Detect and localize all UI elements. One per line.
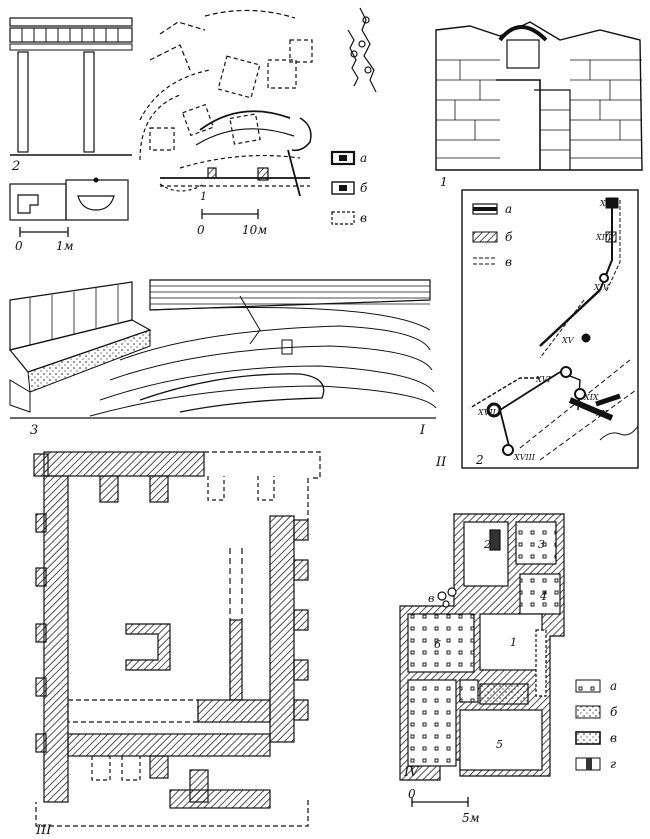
legend-top-v: в — [360, 211, 367, 225]
tower-xx: XX — [595, 409, 608, 418]
fortification-number: 2 — [475, 453, 484, 467]
legend-ii-v: в — [505, 255, 512, 269]
perspective-number: 3 — [30, 423, 38, 438]
scale-bar-10m: 0 10м — [197, 209, 267, 237]
legend-iv: а б в г — [575, 679, 618, 771]
tower-xvi: XVI — [535, 375, 551, 384]
room-1: 1 — [510, 636, 517, 649]
scale-zero: 0 — [15, 239, 23, 253]
plate-roman-iv: IV — [403, 765, 420, 780]
theatre-plan-number: 1 — [200, 190, 207, 203]
legend-iv-v: в — [610, 731, 617, 745]
capital-sections — [9, 177, 129, 221]
plate-roman-i: I — [419, 423, 426, 438]
tower-xv: XV — [561, 336, 575, 345]
building-plan-iii — [33, 451, 321, 827]
tower-xiii: XIII — [595, 233, 612, 242]
tower-xviii: XVIII — [513, 453, 536, 462]
legend-iv-b: б — [610, 705, 618, 719]
scale-zero: 0 — [197, 223, 205, 237]
legend-iv-g: г — [610, 757, 616, 771]
scale-bar-5m: 0 5м — [408, 787, 480, 825]
legend-top-a: а — [360, 151, 367, 165]
scale-zero: 0 — [408, 787, 416, 801]
legend-top: а б в — [330, 150, 368, 225]
legend-ii-b: б — [505, 230, 513, 244]
building-plan-iv — [399, 513, 565, 781]
room-numbers: 2 3 4 1 6 5 в — [428, 538, 547, 751]
fortification-walls — [469, 197, 639, 461]
legend-ii-a: а — [505, 202, 512, 216]
tower-labels: XII XIII XIV XV XVI XVII XVIII XIX XX — [477, 199, 613, 462]
plate-roman-ii: II — [435, 455, 447, 470]
plate-roman-iii: III — [35, 823, 52, 838]
legend-iv-a: а — [610, 679, 617, 693]
room-2: 2 — [483, 538, 491, 551]
room-3: 3 — [538, 538, 545, 551]
scale-end: 5м — [462, 811, 480, 825]
tower-xii: XII — [599, 199, 613, 208]
tower-xiv: XIV — [593, 283, 610, 292]
marker-v: в — [428, 592, 434, 605]
theatre-plan — [139, 9, 313, 197]
facade-number: 2 — [11, 159, 20, 174]
room-4: 4 — [539, 590, 547, 603]
legend-top-b: б — [360, 181, 368, 195]
scale-end: 1м — [56, 239, 74, 253]
theatre-perspective — [8, 279, 437, 419]
scale-bar-1m: 0 1м — [15, 227, 74, 253]
gate-masonry — [435, 21, 643, 171]
tower-xix: XIX — [583, 393, 599, 402]
room-5: 5 — [496, 738, 503, 751]
gate-number: 1 — [440, 175, 448, 189]
tower-xvii: XVII — [477, 408, 497, 417]
room-6: 6 — [434, 638, 441, 651]
chain-detail — [347, 7, 377, 93]
facade-elevation: 2 — [9, 17, 133, 174]
scale-end: 10м — [242, 223, 267, 237]
